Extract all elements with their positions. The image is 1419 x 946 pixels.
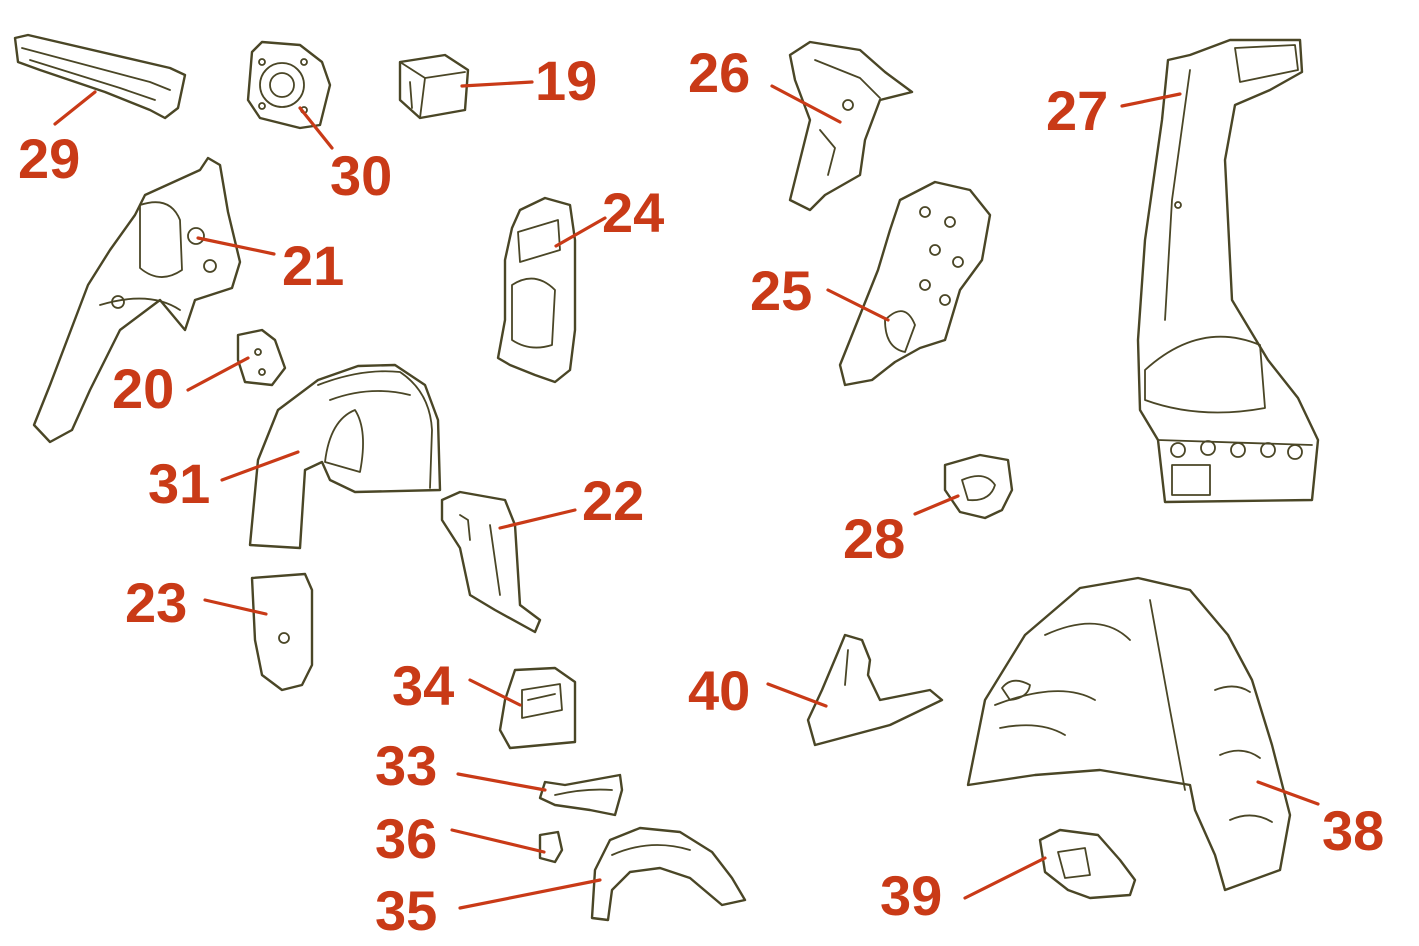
part-36-drawing — [538, 830, 564, 864]
callout-31: 31 — [148, 452, 210, 515]
callout-30: 30 — [330, 144, 392, 207]
part-38-drawing — [966, 576, 1292, 892]
callout-19: 19 — [535, 49, 597, 112]
callout-25: 25 — [750, 259, 812, 322]
part-35-drawing — [590, 826, 747, 922]
leader-23 — [203, 598, 268, 616]
part-24-drawing — [496, 196, 577, 384]
leader-19 — [460, 80, 534, 88]
part-19-drawing — [398, 53, 470, 120]
callout-22: 22 — [582, 469, 644, 532]
callout-26: 26 — [688, 41, 750, 104]
part-25-drawing — [838, 180, 992, 387]
leader-30 — [298, 106, 334, 150]
part-31-drawing — [248, 363, 442, 550]
part-21-drawing — [32, 156, 242, 444]
callout-40: 40 — [688, 659, 750, 722]
leader-26 — [770, 84, 842, 124]
leader-34 — [468, 678, 522, 707]
leader-27 — [1120, 92, 1182, 108]
part-29-drawing — [13, 33, 187, 120]
leader-35 — [458, 878, 602, 910]
part-39-drawing — [1038, 828, 1137, 900]
leader-31 — [220, 450, 300, 482]
callout-27: 27 — [1046, 79, 1108, 142]
leader-40 — [766, 682, 828, 708]
part-33-drawing — [538, 773, 624, 817]
callout-21: 21 — [282, 234, 344, 297]
leader-25 — [826, 288, 890, 322]
part-27-drawing — [1136, 38, 1320, 504]
callout-20: 20 — [112, 357, 174, 420]
part-20-drawing — [236, 328, 287, 387]
callout-33: 33 — [375, 734, 437, 797]
callout-39: 39 — [880, 864, 942, 927]
part-22-drawing — [440, 490, 542, 634]
leader-21 — [196, 236, 276, 256]
part-40-drawing — [806, 633, 944, 747]
leader-28 — [913, 494, 960, 516]
part-28-drawing — [943, 453, 1014, 520]
callout-34: 34 — [392, 654, 454, 717]
part-26-drawing — [788, 40, 914, 212]
leader-29 — [53, 90, 97, 126]
leader-20 — [186, 356, 250, 392]
part-34-drawing — [498, 666, 577, 750]
leader-39 — [963, 856, 1047, 900]
callout-29: 29 — [18, 127, 80, 190]
leader-38 — [1256, 780, 1320, 806]
callout-24: 24 — [602, 181, 664, 244]
part-30-drawing — [246, 40, 332, 130]
callout-23: 23 — [125, 571, 187, 634]
part-23-drawing — [250, 572, 314, 692]
callout-35: 35 — [375, 879, 437, 942]
leader-33 — [456, 772, 547, 792]
callout-36: 36 — [375, 807, 437, 870]
leader-24 — [554, 216, 607, 248]
leader-36 — [450, 828, 546, 854]
callout-28: 28 — [843, 507, 905, 570]
leader-22 — [498, 508, 577, 530]
callout-38: 38 — [1322, 799, 1384, 862]
